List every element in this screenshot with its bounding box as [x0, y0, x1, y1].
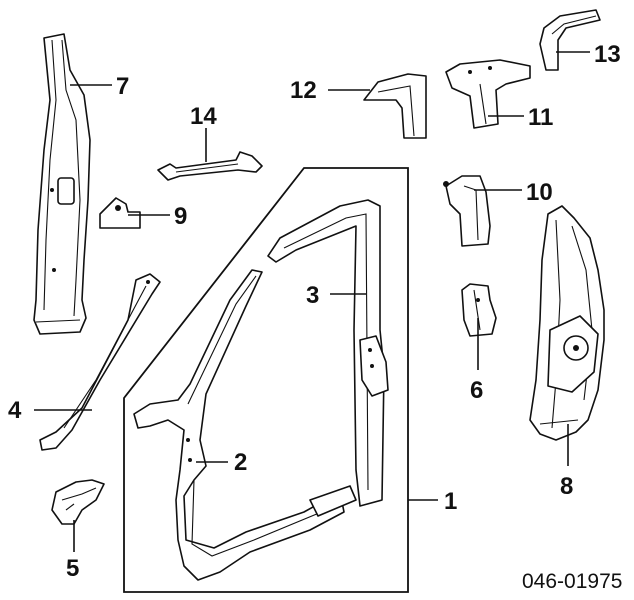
part-10-hinge-pillar-upper	[443, 175, 491, 247]
part-4-a-pillar-strip	[39, 273, 161, 451]
callout-5: 5	[66, 555, 79, 582]
part-11-bracket	[445, 59, 531, 129]
callout-11: 11	[528, 104, 553, 131]
callout-10: 10	[526, 179, 553, 206]
callout-2: 2	[234, 449, 247, 476]
part-12-header-corner	[363, 73, 427, 139]
callout-labels: 7 14 9 4 5 12 11 13 10 6 8 3 2 1	[8, 41, 621, 582]
callout-7: 7	[116, 73, 129, 100]
part-13-corner-trim	[539, 9, 601, 71]
part-6-reinforcement	[461, 283, 497, 337]
reference-code: 046-01975	[522, 570, 622, 593]
part-14-bracket	[157, 151, 263, 181]
part-5-bracket	[51, 479, 105, 525]
callout-1: 1	[444, 488, 457, 515]
callout-6: 6	[470, 377, 483, 404]
part-2-a-pillar-rocker	[133, 269, 357, 581]
part-7-b-pillar	[33, 33, 91, 335]
leader-lines	[34, 51, 590, 552]
callout-3: 3	[306, 282, 319, 309]
callout-13: 13	[594, 41, 621, 68]
callout-4: 4	[8, 397, 22, 424]
callout-8: 8	[560, 473, 573, 500]
part-8-hinge-pillar	[529, 205, 605, 441]
part-3-door-frame	[267, 199, 389, 507]
part-9-plate	[99, 197, 141, 229]
part-1-group-frame	[123, 167, 409, 593]
callout-14: 14	[190, 103, 217, 130]
callout-9: 9	[174, 203, 187, 230]
callout-12: 12	[290, 77, 317, 104]
